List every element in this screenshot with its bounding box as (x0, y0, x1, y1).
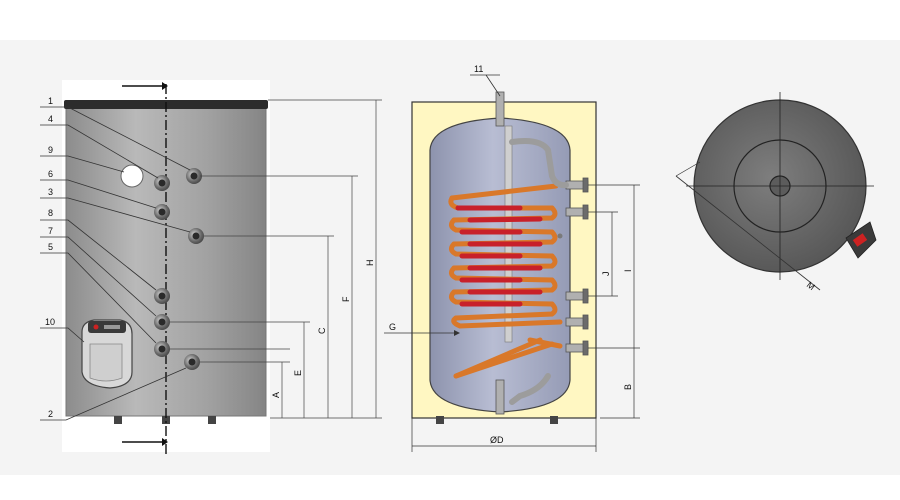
port-1 (186, 168, 202, 184)
control-box (81, 319, 133, 389)
bottom-drain (495, 379, 505, 415)
leader-6 (40, 179, 157, 209)
callout-leaders (40, 106, 191, 421)
dim-H: H (365, 260, 375, 267)
leader-3 (40, 197, 191, 233)
leader-10 (40, 327, 85, 343)
callout-5: 5 (48, 242, 53, 252)
side-connectors (565, 177, 589, 356)
front-view: 1 4 9 6 3 8 7 5 10 2 A (40, 80, 382, 456)
dim-G-arrow (454, 330, 460, 336)
dim-G: G (389, 322, 396, 332)
dim-M-line (675, 175, 821, 291)
callout-1: 1 (48, 96, 53, 106)
leader-11-drop (485, 74, 501, 97)
dim-D: ØD (490, 435, 504, 445)
port-2 (184, 354, 200, 370)
top-view: M (675, 92, 877, 292)
section-foot (436, 416, 444, 424)
leader-1 (40, 106, 191, 171)
tank-foot (114, 416, 122, 424)
dim-I: I (623, 269, 633, 272)
section-arrowhead-top (162, 82, 168, 90)
leader-4 (40, 124, 159, 179)
callout-8: 8 (48, 208, 53, 218)
callout-3: 3 (48, 187, 53, 197)
leader-9 (40, 155, 125, 173)
leader-7 (40, 236, 157, 317)
port-4 (154, 175, 170, 191)
callout-7: 7 (48, 226, 53, 236)
leader-2 (40, 367, 187, 421)
tank-foot (208, 416, 216, 424)
dimension-lines-section (588, 184, 640, 419)
callout-2: 2 (48, 409, 53, 419)
dim-F: F (341, 296, 351, 302)
port-3 (188, 228, 204, 244)
section-arrowhead-bottom (162, 438, 168, 446)
callout-labels: 1 4 9 6 3 8 7 5 10 2 (45, 96, 55, 419)
dim-E: E (293, 370, 303, 376)
callout-9: 9 (48, 145, 53, 155)
dimension-labels-front: A E C F H (271, 260, 375, 399)
dim-B: B (623, 384, 633, 390)
dim-M-ext (675, 161, 701, 177)
dim-A: A (271, 392, 281, 398)
leader-5 (40, 252, 157, 344)
port-5 (154, 341, 170, 357)
bent-pipes (509, 138, 569, 405)
callout-4: 4 (48, 114, 53, 124)
callout-6: 6 (48, 169, 53, 179)
section-view: 11 G ØD J I B (384, 64, 640, 452)
port-6 (154, 204, 170, 220)
callout-10: 10 (45, 317, 55, 327)
dimension-lines-front (170, 99, 382, 419)
tank-foot (162, 416, 170, 424)
port-7 (154, 314, 170, 330)
callout-11: 11 (474, 64, 483, 74)
sensor-pocket (557, 233, 563, 239)
section-foot (550, 416, 558, 424)
heating-coil (448, 183, 563, 379)
top-anode-pipe (495, 91, 505, 127)
dim-J: J (601, 272, 611, 277)
flange-opening (120, 164, 144, 188)
leader-8 (40, 219, 157, 291)
port-8 (154, 288, 170, 304)
top-view-control-box (845, 221, 877, 259)
dim-C: C (317, 327, 327, 334)
